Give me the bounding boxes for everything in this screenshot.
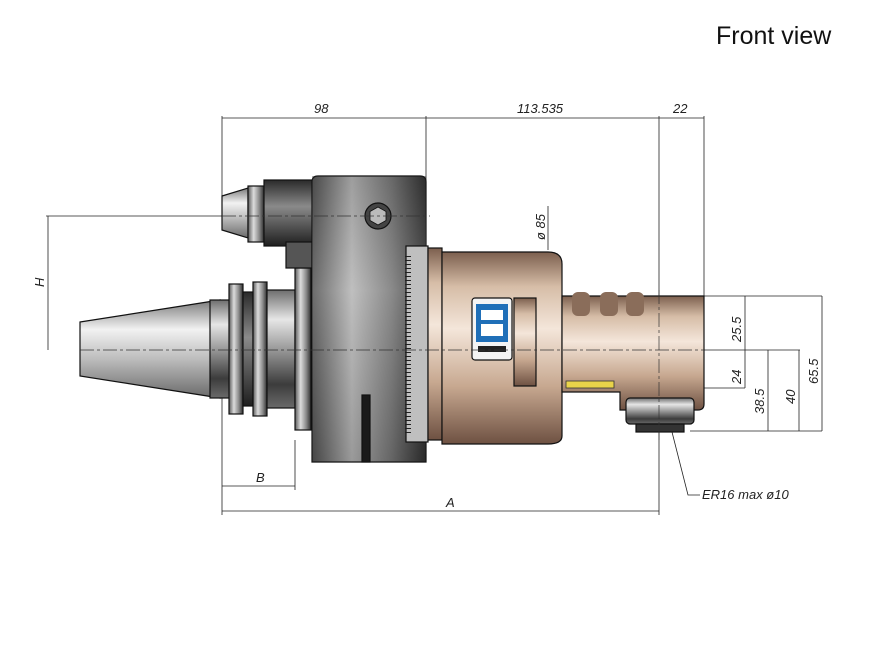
- dim-22: 22: [672, 101, 688, 116]
- dim-40: 40: [783, 389, 798, 404]
- page-title: Front view: [716, 22, 832, 50]
- dim-B: B: [256, 470, 265, 485]
- angle-head-body: [441, 251, 705, 445]
- scale-ring: [405, 245, 443, 443]
- dim-H: H: [32, 277, 47, 287]
- centerlines: [80, 215, 704, 440]
- taper-shank: [79, 267, 312, 431]
- dim-98: 98: [314, 101, 329, 116]
- upper-cone: [221, 179, 315, 269]
- dim-24: 24: [729, 370, 744, 385]
- dim-25-5: 25.5: [729, 316, 744, 343]
- dim-113-535: 113.535: [517, 101, 564, 116]
- dim-38-5: 38.5: [752, 388, 767, 414]
- collet-note: ER16 max ø10: [702, 487, 789, 502]
- collet-nut: [625, 397, 695, 433]
- dim-65-5: 65.5: [806, 358, 821, 384]
- dim-phi-85: ø 85: [533, 213, 548, 240]
- dim-A: A: [445, 495, 455, 510]
